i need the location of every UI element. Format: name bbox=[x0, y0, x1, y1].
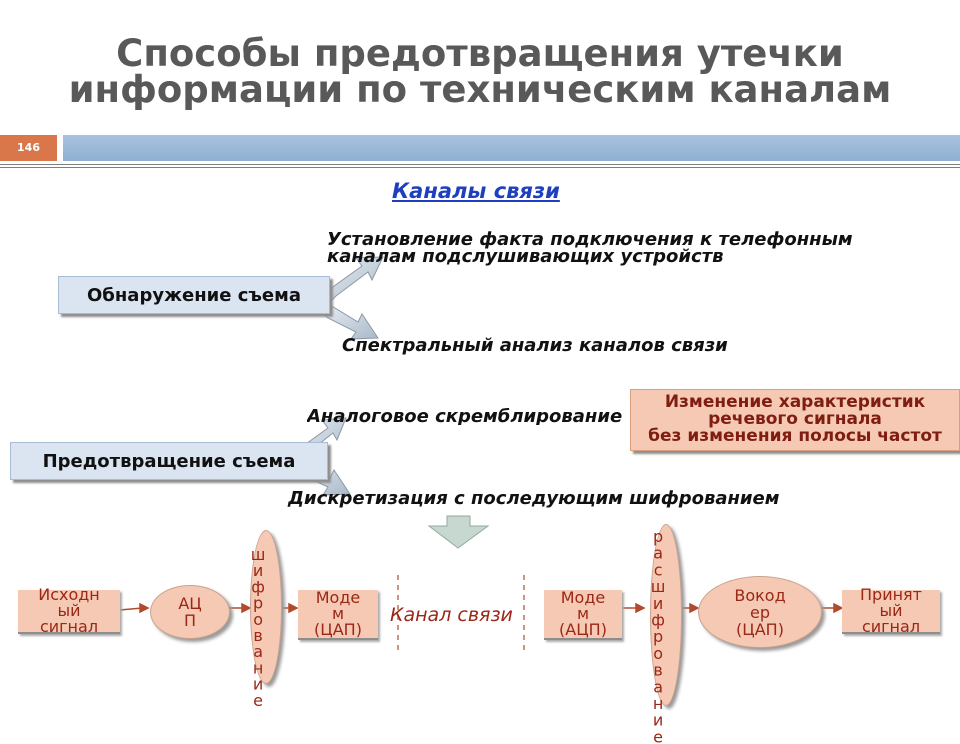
modem2-line-2: м bbox=[576, 604, 590, 623]
title-line-2: информации по техническим каналам bbox=[68, 68, 892, 111]
source-line-2: ый bbox=[57, 601, 81, 620]
modem1-line-3: (ЦАП) bbox=[314, 620, 362, 639]
prevention-item-2: Дискретизация с последующим шифрованием bbox=[288, 488, 780, 509]
adc-line-1: АЦ bbox=[178, 594, 202, 613]
big-down-arrow-icon bbox=[427, 515, 490, 549]
modem1-line-2: м bbox=[331, 604, 345, 623]
prevention-box: Предотвращение съема bbox=[10, 442, 328, 480]
scrambling-note-box: Изменение характеристик речевого сигнала… bbox=[630, 389, 960, 451]
channel-label: Канал связи bbox=[390, 604, 513, 626]
note-line-3: без изменения полосы частот bbox=[648, 426, 942, 446]
detection-item-1: Установление факта подключения к телефон… bbox=[327, 229, 853, 267]
vocoder-oval: Вокод ер (ЦАП) bbox=[698, 576, 822, 648]
divider-line bbox=[0, 167, 960, 168]
source-line-3: сигнал bbox=[39, 617, 99, 636]
decryption-label: расшифрование bbox=[648, 527, 668, 744]
encryption-label: шифрование bbox=[248, 545, 268, 708]
source-line-1: Исходн bbox=[38, 585, 100, 604]
decryption-oval: расшифрование bbox=[649, 524, 682, 744]
modem-dac-box: Моде м (ЦАП) bbox=[298, 590, 378, 640]
slide-title: Способы предотвращения утечки информации… bbox=[0, 32, 960, 111]
vocoder-line-2: ер bbox=[750, 602, 770, 622]
detection-item-1-line-1: Установление факта подключения к телефон… bbox=[327, 229, 853, 250]
received-signal-box: Принят ый сигнал bbox=[842, 585, 940, 636]
detection-item-2: Спектральный анализ каналов связи bbox=[342, 335, 728, 356]
divider-line bbox=[0, 164, 960, 165]
slide-number: 146 bbox=[0, 135, 57, 161]
arrow-up-icon bbox=[321, 256, 384, 305]
detection-item-1-line-2: каналам подслушивающих устройств bbox=[327, 246, 724, 267]
connector-arrows bbox=[119, 256, 844, 650]
note-line-2: речевого сигнала bbox=[708, 409, 882, 429]
modem1-line-1: Моде bbox=[315, 588, 361, 607]
prevention-box-label: Предотвращение съема bbox=[42, 450, 296, 472]
source-signal-box: Исходн ый сигнал bbox=[18, 585, 120, 636]
note-line-1: Изменение характеристик bbox=[664, 392, 926, 412]
arrow-down-icon bbox=[321, 304, 379, 340]
encryption-oval: шифрование bbox=[249, 530, 282, 707]
modem2-line-1: Моде bbox=[560, 588, 606, 607]
vocoder-line-1: Вокод bbox=[734, 585, 786, 605]
adc-line-2: П bbox=[183, 611, 197, 630]
modem-adc-box: Моде м (АЦП) bbox=[544, 590, 622, 640]
received-line-2: ый bbox=[879, 601, 903, 620]
modem2-line-3: (АЦП) bbox=[559, 620, 607, 639]
prevention-item-1: Аналоговое скремблирование bbox=[307, 408, 623, 425]
section-heading-link[interactable]: Каналы связи bbox=[392, 179, 560, 203]
detection-box-label: Обнаружение съема bbox=[87, 284, 301, 306]
header-bar bbox=[63, 135, 960, 161]
received-line-3: сигнал bbox=[861, 617, 921, 636]
received-line-1: Принят bbox=[860, 585, 922, 604]
detection-box: Обнаружение съема bbox=[58, 276, 330, 314]
title-line-1: Способы предотвращения утечки bbox=[116, 32, 844, 75]
vocoder-line-3: (ЦАП) bbox=[736, 619, 784, 639]
adc-oval: АЦ П bbox=[150, 585, 230, 639]
